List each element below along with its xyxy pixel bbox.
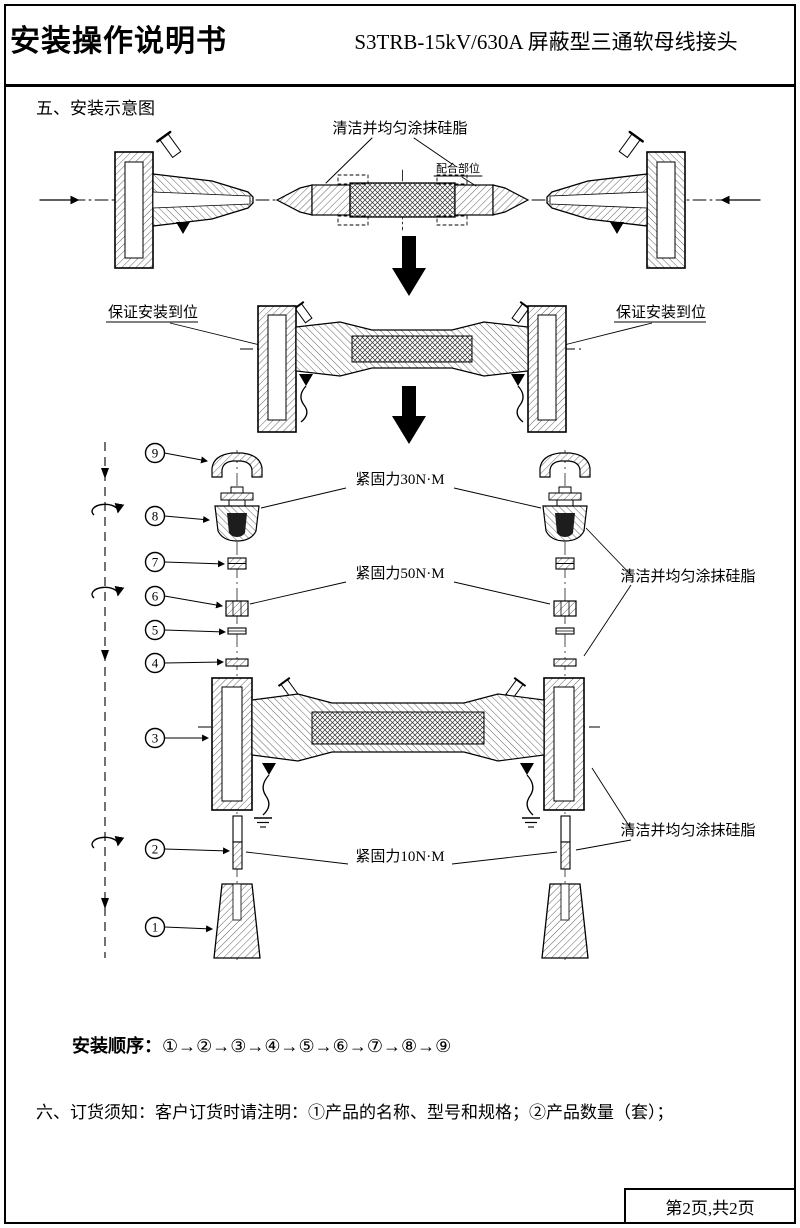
part-spring-washer-right — [555, 627, 575, 635]
grease-right-upper-label: 清洁并均匀涂抹硅脂 — [583, 527, 756, 657]
part-cone-right — [541, 883, 589, 959]
section6-text: 六、订货须知：客户订货时请注明：①产品的名称、型号和规格；②产品数量（套）； — [36, 1103, 674, 1122]
callout-4: 4 — [144, 652, 225, 674]
callout-9: 9 — [144, 442, 209, 464]
right-connector — [545, 130, 687, 270]
svg-text:3: 3 — [152, 731, 159, 746]
page-number-box: 第2页,共2页 — [624, 1188, 796, 1224]
svg-text:8: 8 — [152, 509, 159, 524]
svg-text:保证安装到位: 保证安装到位 — [616, 304, 706, 321]
torque10-label: 紧固力10N·M — [245, 848, 558, 865]
part-stud-right — [560, 815, 571, 870]
svg-text:6: 6 — [152, 589, 159, 604]
section5-heading: 五、安装示意图 — [36, 99, 155, 118]
busbar-insert — [275, 169, 530, 231]
svg-text:7: 7 — [152, 555, 159, 570]
ensure-left-label: 保证安装到位 — [106, 304, 261, 346]
part-flat-washer-right — [553, 658, 577, 667]
part-bolt-cup-left — [214, 486, 260, 542]
page-border-frame — [4, 4, 796, 1224]
ground-lead-left — [300, 385, 308, 423]
callout-1: 1 — [144, 916, 214, 938]
svg-text:9: 9 — [152, 446, 159, 461]
ground-lead-left — [262, 774, 270, 816]
part-cap-left — [211, 452, 263, 478]
ground-lead-right — [526, 774, 534, 816]
ensure-right-label: 保证安装到位 — [563, 304, 706, 346]
flow-arrow-1 — [392, 236, 426, 296]
ground-symbol-icon — [254, 817, 272, 828]
part-small-nut-left — [227, 557, 247, 570]
callout-2: 2 — [144, 838, 231, 860]
top-screw-icon — [156, 130, 182, 159]
callout-3: 3 — [144, 727, 210, 749]
exploded-diagram: 9 8 7 6 5 — [91, 442, 756, 960]
doc-title: 安装操作说明书 — [10, 25, 227, 58]
drain-tip-icon — [520, 763, 534, 775]
torque50-label: 紧固力50N·M — [249, 565, 551, 605]
part-main-body — [198, 676, 600, 828]
flow-arrow-2 — [392, 386, 426, 444]
part-small-nut-right — [555, 557, 575, 570]
install-order-line: 安装顺序：①→②→③→④→⑤→⑥→⑦→⑧→⑨ — [72, 1032, 451, 1058]
svg-text:紧固力10N·M: 紧固力10N·M — [355, 848, 444, 865]
part-hex-nut-left — [225, 600, 249, 617]
callout-5: 5 — [144, 619, 227, 641]
drain-tip-icon — [299, 374, 313, 386]
torque30-label: 紧固力30N·M — [260, 471, 542, 509]
install-order-label: 安装顺序： — [72, 1036, 162, 1056]
mating-zone-outline — [337, 174, 468, 226]
drain-tip-icon — [262, 763, 276, 775]
header-divider — [4, 84, 796, 87]
page-number: 第2页,共2页 — [665, 1198, 755, 1218]
svg-text:1: 1 — [152, 920, 159, 935]
svg-text:配合部位: 配合部位 — [436, 161, 480, 175]
svg-text:紧固力30N·M: 紧固力30N·M — [355, 471, 444, 488]
install-order-sequence: ①→②→③→④→⑤→⑥→⑦→⑧→⑨ — [162, 1036, 452, 1056]
rotation-arrow-icon — [91, 585, 125, 599]
part-cone-left — [213, 883, 261, 959]
top-diagram: 清洁并均匀涂抹硅脂 配合部位 — [39, 120, 761, 296]
svg-text:紧固力50N·M: 紧固力50N·M — [355, 565, 444, 582]
mating-label: 配合部位 — [433, 161, 483, 187]
callout-6: 6 — [144, 585, 224, 609]
svg-text:5: 5 — [152, 623, 159, 638]
left-connector — [114, 130, 254, 269]
drain-tip-icon — [511, 374, 525, 386]
part-flat-washer-left — [225, 658, 249, 667]
rotation-arrow-icon — [91, 835, 125, 849]
svg-text:4: 4 — [152, 656, 159, 671]
grease-top-label: 清洁并均匀涂抹硅脂 — [332, 120, 467, 137]
svg-text:2: 2 — [152, 842, 159, 857]
callout-8: 8 — [144, 505, 211, 527]
ground-lead-right — [516, 385, 524, 423]
top-screw-icon — [511, 300, 533, 324]
rotation-arrow-icon — [91, 502, 125, 516]
part-bolt-cup-right — [542, 486, 588, 542]
svg-text:清洁并均匀涂抹硅脂: 清洁并均匀涂抹硅脂 — [620, 568, 755, 585]
svg-text:清洁并均匀涂抹硅脂: 清洁并均匀涂抹硅脂 — [620, 822, 755, 839]
grease-right-lower-label: 清洁并均匀涂抹硅脂 — [575, 767, 756, 851]
svg-text:保证安装到位: 保证安装到位 — [108, 304, 198, 321]
part-stud-left — [232, 815, 243, 870]
ground-symbol-icon — [522, 817, 540, 828]
product-title: S3TRB-15kV/630A 屏蔽型三通软母线接头 — [354, 30, 738, 54]
part-spring-washer-left — [227, 627, 247, 635]
callout-7: 7 — [144, 551, 226, 573]
assembled-diagram: 保证安装到位 保证安装到位 — [106, 300, 706, 444]
part-hex-nut-right — [553, 600, 577, 617]
drain-tip-icon — [176, 222, 190, 234]
